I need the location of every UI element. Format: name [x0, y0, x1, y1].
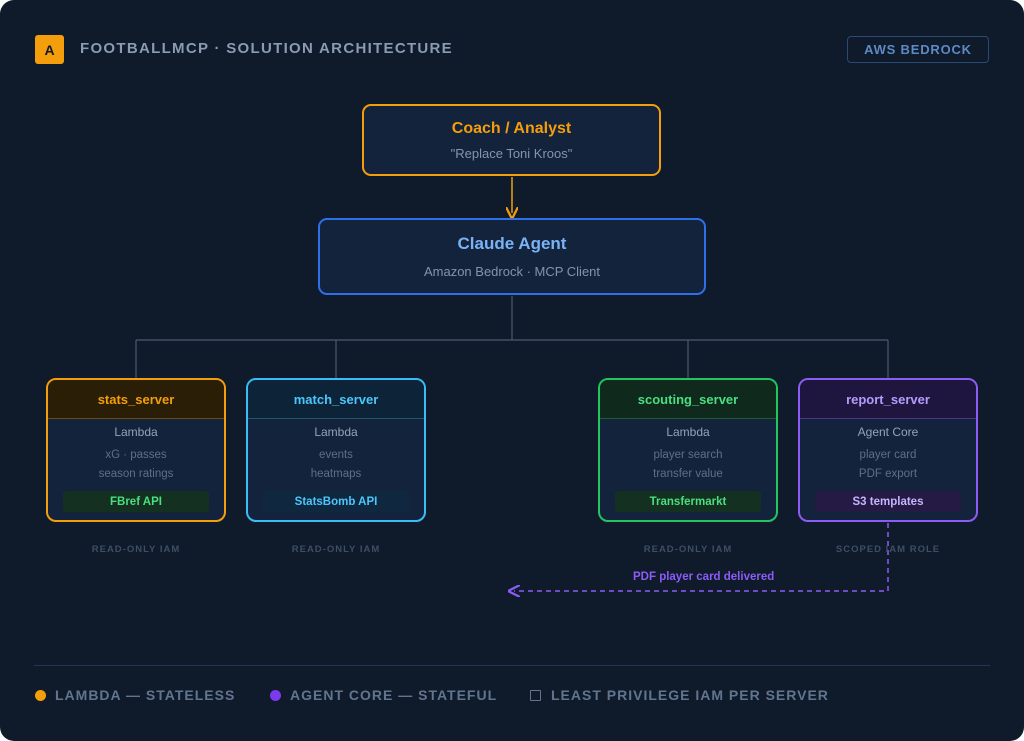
- server-feature: player card: [859, 449, 917, 461]
- data-source-tag: Transfermarkt: [615, 491, 761, 512]
- server-feature: season ratings: [98, 468, 174, 480]
- stats-server-card: stats_server Lambda xG · passes season r…: [46, 378, 226, 522]
- server-feature: transfer value: [653, 468, 723, 480]
- server-runtime: Lambda: [114, 425, 158, 439]
- scouting-server-card: scouting_server Lambda player search tra…: [598, 378, 778, 522]
- app-logo: A: [35, 35, 64, 64]
- claude-agent-node: Claude Agent Amazon Bedrock · MCP Client: [318, 218, 706, 295]
- server-name: match_server: [248, 380, 424, 419]
- data-source-tag: StatsBomb API: [263, 491, 409, 512]
- report-server-card: report_server Agent Core player card PDF…: [798, 378, 978, 522]
- agent-node-subtitle: Amazon Bedrock · MCP Client: [423, 264, 601, 279]
- platform-badge: AWS BEDROCK: [847, 36, 989, 63]
- data-source-tag: FBref API: [63, 491, 209, 512]
- agent-node-title: Claude Agent: [457, 234, 567, 253]
- server-runtime: Lambda: [666, 425, 710, 439]
- server-feature: player search: [653, 449, 723, 461]
- legend-least-privilege: LEAST PRIVILEGE IAM PER SERVER: [551, 687, 829, 703]
- agent-core-legend-dot-icon: [270, 690, 281, 701]
- server-name: stats_server: [48, 380, 224, 419]
- delivery-return-arrow: [514, 523, 889, 591]
- data-source-tag: S3 templates: [815, 491, 961, 512]
- iam-label: SCOPED IAM ROLE: [835, 544, 941, 555]
- server-feature: heatmaps: [310, 468, 362, 480]
- legend-agent-core: AGENT CORE — STATEFUL: [290, 687, 498, 703]
- server-runtime: Lambda: [314, 425, 358, 439]
- coach-node-title: Coach / Analyst: [451, 119, 572, 137]
- match-server-card: match_server Lambda events heatmaps Stat…: [246, 378, 426, 522]
- server-feature: xG · passes: [105, 449, 167, 461]
- page-title: FOOTBALLMCP · SOLUTION ARCHITECTURE: [80, 40, 453, 57]
- coach-analyst-node: Coach / Analyst "Replace Toni Kroos": [362, 104, 661, 176]
- lambda-legend-dot-icon: [35, 690, 46, 701]
- legend-divider: [34, 665, 990, 666]
- iam-label: READ-ONLY IAM: [291, 544, 381, 555]
- server-name: report_server: [800, 380, 976, 419]
- coach-node-subtitle: "Replace Toni Kroos": [450, 145, 573, 161]
- server-runtime: Agent Core: [857, 425, 919, 439]
- server-name: scouting_server: [600, 380, 776, 419]
- agent-to-servers-tree: [135, 296, 889, 378]
- iam-legend-square-icon: [530, 690, 541, 701]
- server-feature: events: [319, 449, 353, 461]
- iam-label: READ-ONLY IAM: [91, 544, 181, 555]
- legend-lambda: LAMBDA — STATELESS: [55, 687, 236, 703]
- delivery-label: PDF player card delivered: [633, 571, 775, 583]
- server-feature: PDF export: [858, 468, 918, 480]
- iam-label: READ-ONLY IAM: [643, 544, 733, 555]
